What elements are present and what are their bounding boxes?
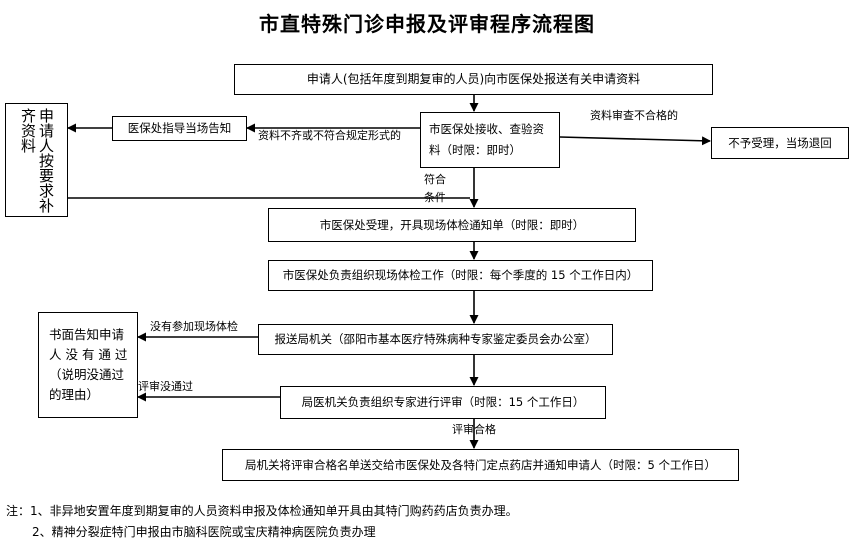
written-text-line1: 书面告知申请 <box>49 327 125 342</box>
notify-text: 局机关将评审合格名单送交给市医保处及各特门定点药店并通知申请人（时限：5 个工作… <box>245 457 716 472</box>
passed-label: 评审合格 <box>452 423 496 436</box>
no-exam-label: 没有参加现场体检 <box>150 320 238 333</box>
submit-box: 报送局机关（邵阳市基本医疗特殊病种专家鉴定委员会办公室） <box>258 324 613 355</box>
guide-text: 医保处指导当场告知 <box>127 121 232 135</box>
review-text: 局医机关负责组织专家进行评审（时限：15 个工作日） <box>301 395 585 409</box>
supplement-text-col1: 申请人按要求补 <box>37 108 55 213</box>
review-box: 局医机关负责组织专家进行评审（时限：15 个工作日） <box>280 386 606 419</box>
receive-text-line2: 料（时限：即时） <box>429 143 521 157</box>
notify-box: 局机关将评审合格名单送交给市医保处及各特门定点药店并通知申请人（时限：5 个工作… <box>222 449 739 481</box>
apply-text: 申请人(包括年度到期复审的人员)向市医保处报送有关申请资料 <box>306 72 641 86</box>
written-text-line3: （说明没通过 <box>49 367 125 382</box>
note-2: 2、精神分裂症特门申报由市脑科医院或宝庆精神病医院负责办理 <box>32 525 376 539</box>
meets-label-line1: 符合 <box>424 173 446 186</box>
reject-text: 不予受理，当场退回 <box>728 135 832 150</box>
exam-text: 市医保处负责组织现场体检工作（时限：每个季度的 15 个工作日内） <box>282 268 639 282</box>
receive-text-line1: 市医保处接收、查验资 <box>429 122 544 136</box>
written-text-line4: 的理由） <box>49 387 100 402</box>
supplement-text-col2: 齐资料 <box>19 108 37 153</box>
not-passed-label: 评审没通过 <box>138 380 193 393</box>
arrow-receive-to-reject <box>559 136 711 146</box>
reject-box: 不予受理，当场退回 <box>711 127 849 159</box>
incomplete-label: 资料不齐或不符合规定形式的 <box>258 129 401 142</box>
accept-text: 市医保处受理，开具现场体检通知单（时限：即时） <box>319 217 585 232</box>
written-notice-box: 书面告知申请 人 没 有 通 过 （说明没通过 的理由） <box>38 312 138 418</box>
written-text-line2: 人 没 有 通 过 <box>49 347 128 362</box>
exam-box: 市医保处负责组织现场体检工作（时限：每个季度的 15 个工作日内） <box>268 260 653 291</box>
guide-box: 医保处指导当场告知 <box>112 116 247 141</box>
meets-label-line2: 条件 <box>424 191 446 204</box>
submit-text: 报送局机关（邵阳市基本医疗特殊病种专家鉴定委员会办公室） <box>274 332 597 346</box>
supplement-box: 申请人按要求补 齐资料 <box>5 103 68 217</box>
receive-box: 市医保处接收、查验资 料（时限：即时） <box>420 112 560 168</box>
page-title: 市直特殊门诊申报及评审程序流程图 <box>259 12 595 36</box>
accept-box: 市医保处受理，开具现场体检通知单（时限：即时） <box>268 208 636 242</box>
apply-box: 申请人(包括年度到期复审的人员)向市医保处报送有关申请资料 <box>234 64 713 95</box>
note-1: 注：1、非异地安置年度到期复审的人员资料申报及体检通知单开具由其特门购药药店负责… <box>6 504 518 518</box>
unqualified-label: 资料审查不合格的 <box>590 109 678 122</box>
